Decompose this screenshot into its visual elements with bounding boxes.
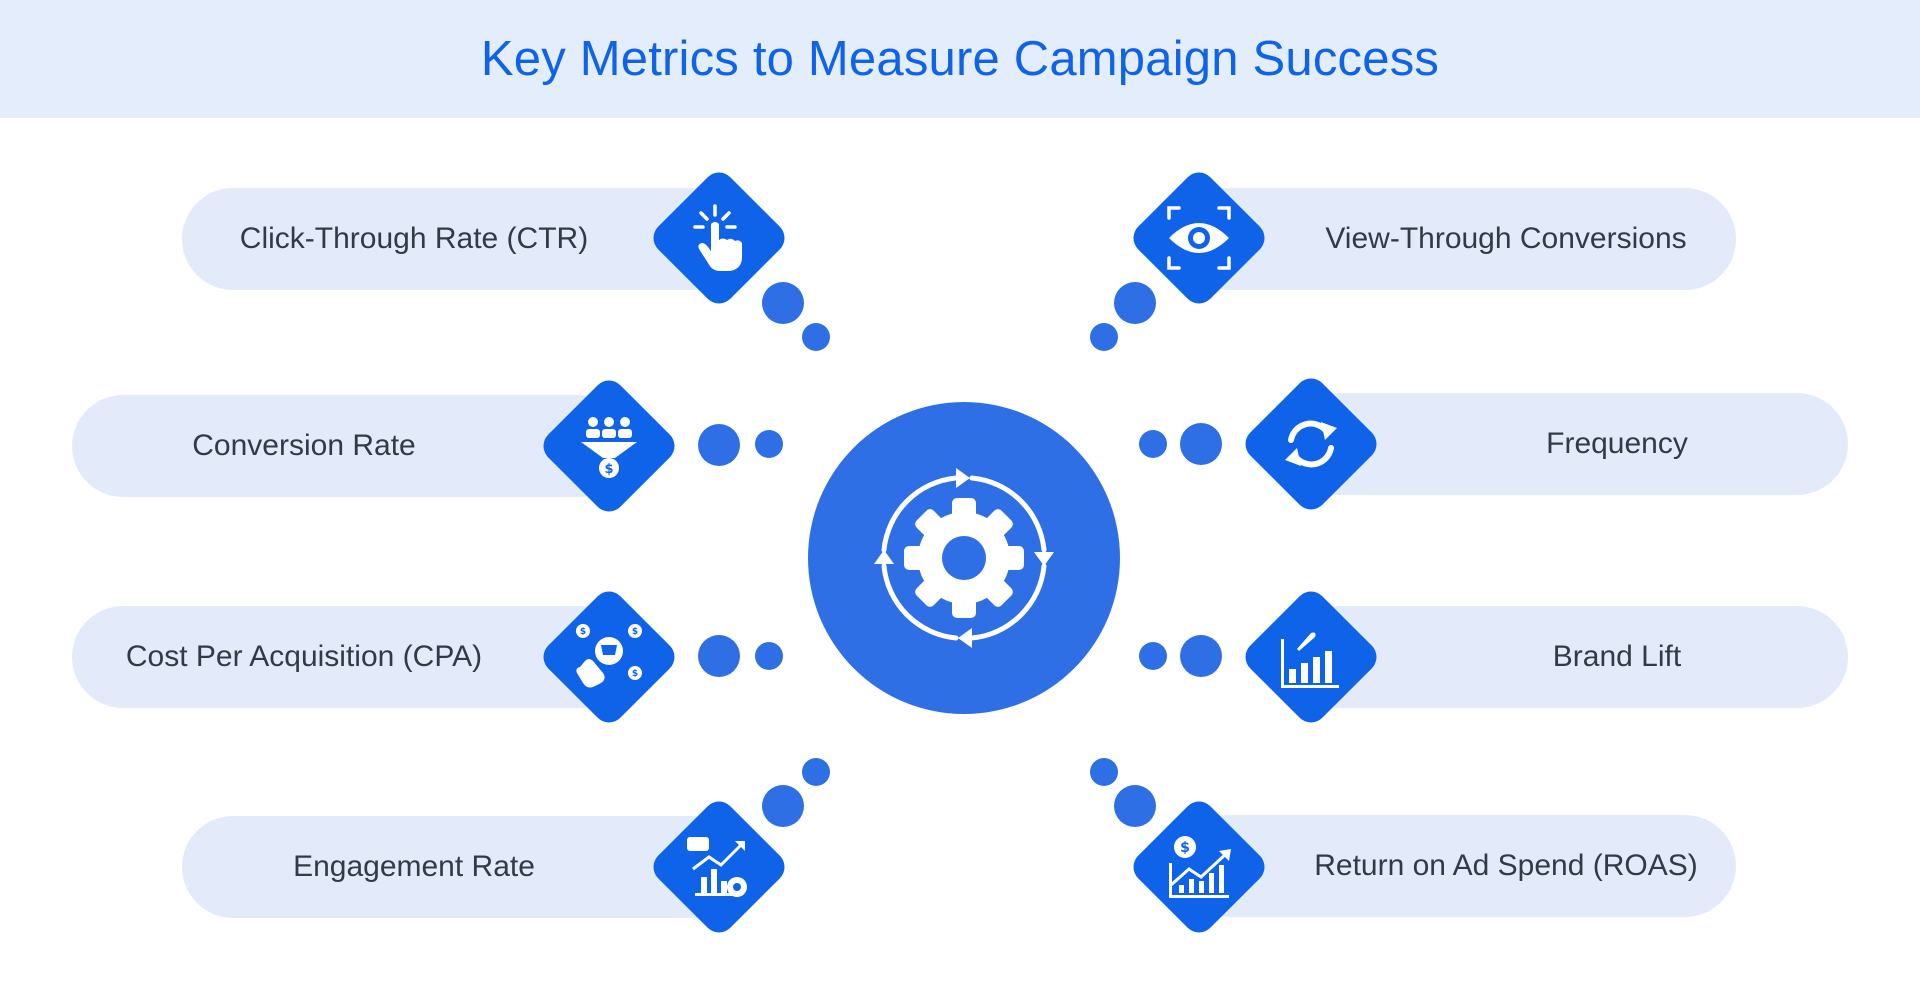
connector-dot [1180,423,1222,465]
metric-label-conversion-rate: Conversion Rate [192,429,416,462]
metric-diamond-ctr [646,165,792,311]
connector-dot [802,323,830,351]
metric-label-view-through: View-Through Conversions [1325,222,1687,255]
central-hub [808,402,1120,714]
metric-pill-brand-lift [1286,606,1848,708]
gear-cycle-icon [874,468,1054,648]
metric-label-frequency: Frequency [1546,427,1688,460]
svg-text:$: $ [604,462,613,477]
svg-text:$: $ [580,627,586,637]
connector-dot [1114,282,1156,324]
page-title: Key Metrics to Measure Campaign Success [480,32,1440,86]
connector-dot [1114,785,1156,827]
eye-icon [1167,206,1231,270]
metric-diamond-cpa: $ $ $ [536,584,682,730]
metric-diamond-frequency [1238,371,1384,517]
metric-label-roas: Return on Ad Spend (ROAS) [1314,849,1698,882]
metric-pill-conversion-rate [72,395,632,497]
engagement-chart-icon [687,837,747,897]
metric-label-engagement-rate: Engagement Rate [293,850,535,883]
metric-pill-cpa [72,606,632,708]
metric-label-cpa: Cost Per Acquisition (CPA) [125,640,483,673]
connector-dot [698,635,740,677]
metric-diamond-roas: $ [1126,794,1272,940]
connector-dot [1180,635,1222,677]
connector-dot [1090,758,1118,786]
connector-dot [802,758,830,786]
metric-label-brand-lift: Brand Lift [1552,640,1682,673]
connector-dot [755,642,783,670]
metric-diamond-view-through [1126,165,1272,311]
metric-pill-ctr [182,188,742,290]
header-banner: Key Metrics to Measure Campaign Success [0,0,1920,118]
metric-diamond-brand-lift [1238,584,1384,730]
rocket-chart-icon [1281,632,1339,688]
connector-dot [755,430,783,458]
pointer-click-icon [693,204,742,271]
metric-pill-frequency [1286,393,1848,495]
refresh-icon [1285,420,1337,468]
connector-dot [698,424,740,466]
svg-text:$: $ [1180,840,1190,856]
funnel-icon: $ [581,417,637,478]
connector-dot [762,282,804,324]
connector-dot [1139,642,1167,670]
connector-dot [762,785,804,827]
connector-dot [1139,430,1167,458]
metric-pill-view-through [1176,188,1736,290]
cart-cost-icon: $ $ $ [576,624,642,688]
metric-pill-roas [1176,815,1736,917]
roas-chart-icon: $ [1169,836,1231,898]
metric-pill-engagement-rate [182,816,742,918]
metric-diamond-engagement-rate [646,794,792,940]
connector-dot [1090,323,1118,351]
metric-label-ctr: Click-Through Rate (CTR) [239,222,589,255]
svg-text:$: $ [632,669,638,679]
metric-diamond-conversion-rate: $ [536,373,682,519]
svg-text:$: $ [632,627,638,637]
